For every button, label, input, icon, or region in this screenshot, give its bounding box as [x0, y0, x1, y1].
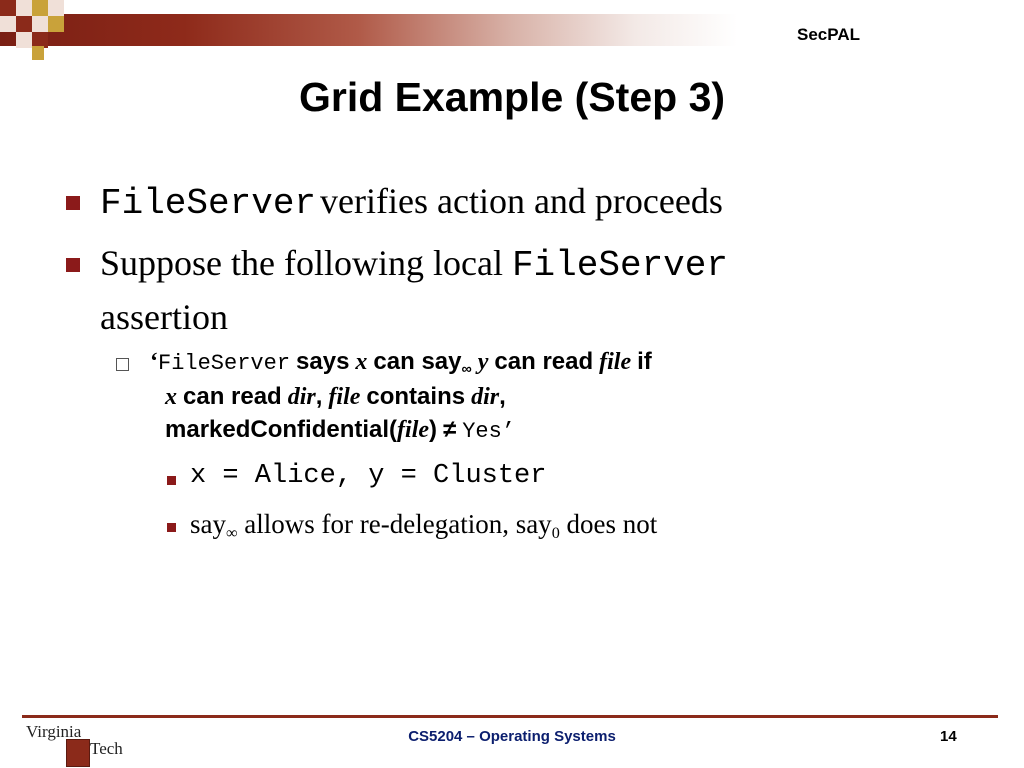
bullet-2-line1: Suppose the following local FileServer: [100, 242, 728, 286]
assertion-line-1: ‘FileServer says x can say∞ y can read f…: [150, 348, 652, 378]
sub-bullet-1: x = Alice, y = Cluster: [190, 461, 547, 491]
page-number: 14: [940, 728, 957, 745]
assertion-line-2: x can read dir, file contains dir,: [165, 383, 506, 410]
header-bar: [0, 14, 1024, 46]
code-fileserver: FileServer: [100, 183, 317, 224]
slide-title: Grid Example (Step 3): [298, 74, 726, 120]
code-fileserver: FileServer: [511, 245, 728, 286]
virginia-tech-logo: Virginia Tech: [26, 722, 136, 767]
small-square-bullet-icon: [167, 523, 176, 532]
bullet-2-line2: assertion: [100, 297, 228, 337]
bullet-square-icon: [66, 258, 80, 272]
header-squares-decoration: [0, 0, 80, 62]
sub-bullet-2: say∞ allows for re-delegation, say0 does…: [190, 509, 658, 542]
bullet-1: FileServer verifies action and proceeds: [100, 180, 723, 224]
hollow-square-icon: [116, 358, 129, 371]
logo-seal-icon: [66, 739, 90, 767]
footer-course: CS5204 – Operating Systems: [408, 728, 616, 745]
bullet-square-icon: [66, 196, 80, 210]
header-title: SecPAL: [797, 25, 860, 44]
bullet-2-text-a: Suppose the following local: [100, 243, 512, 283]
footer-divider: [22, 715, 998, 718]
small-square-bullet-icon: [167, 476, 176, 485]
bullet-1-text: verifies action and proceeds: [320, 181, 723, 221]
assertion-line-3: markedConfidential(file) ≠ Yes’: [165, 416, 515, 444]
